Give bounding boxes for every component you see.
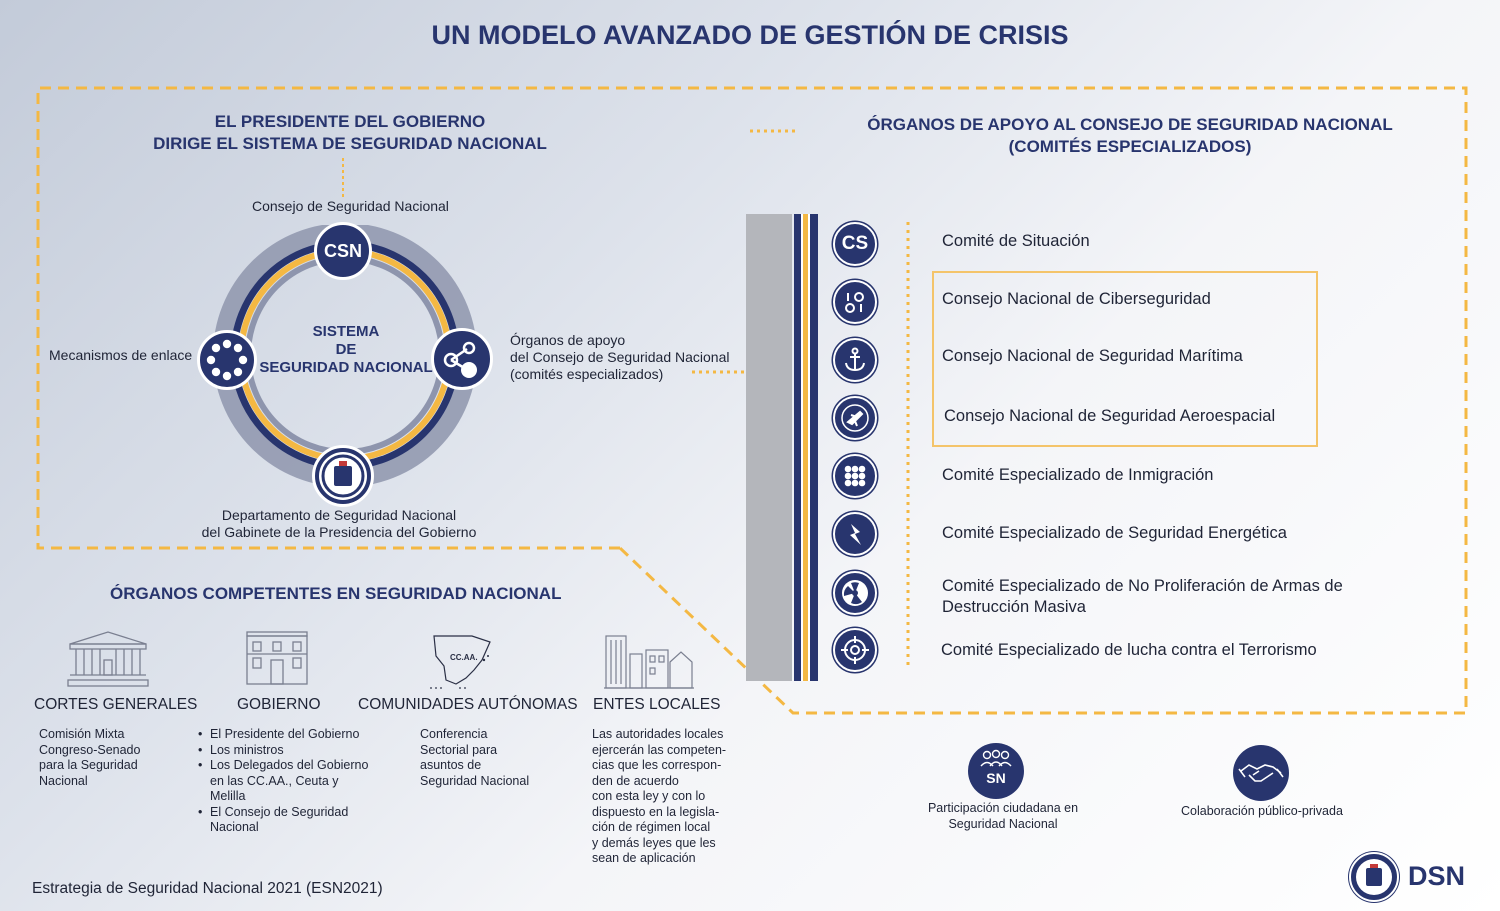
center-line3: SEGURIDAD NACIONAL	[259, 359, 433, 376]
committee-label: Comité Especializado de Inmigración	[942, 466, 1214, 484]
desc-line: Nacional	[39, 773, 88, 788]
support-title2: (COMITÉS ESPECIALIZADOS)	[1008, 137, 1252, 156]
parliament-icon	[67, 631, 149, 687]
city-buildings-icon	[604, 635, 694, 689]
cortes-name: CORTES GENERALES	[34, 696, 198, 713]
committee-label: Consejo Nacional de Seguridad Marítima	[942, 347, 1243, 365]
list-item: Los ministros	[198, 743, 376, 759]
center-line1: SISTEMA	[312, 323, 380, 340]
president-line1: EL PRESIDENTE DEL GOBIERNO	[214, 112, 486, 131]
list-item: Los Delegados del Gobierno en las CC.AA.…	[198, 758, 376, 805]
gobierno-list: El Presidente del Gobierno Los ministros…	[198, 727, 376, 836]
support-heading: ÓRGANOS DE APOYO AL CONSEJO DE SEGURIDAD…	[800, 114, 1460, 158]
desc-line: den de acuerdo	[592, 773, 679, 788]
cortes-desc: Comisión Mixta Congreso-Senado para la S…	[39, 727, 140, 789]
participation-badge: SN	[986, 770, 1006, 786]
participation-line2: Seguridad Nacional	[948, 816, 1058, 831]
support-label-2: del Consejo de Seguridad Nacional	[510, 349, 730, 365]
highlight-box	[932, 271, 1318, 447]
circle-dots-icon	[206, 339, 248, 381]
collaboration-label: Colaboración público-privada	[1181, 804, 1343, 818]
liaison-label: Mecanismos de enlace	[49, 347, 193, 363]
support-label: Órganos de apoyo del Consejo de Segurida…	[510, 332, 729, 383]
csn-label: Consejo de Seguridad Nacional	[252, 198, 449, 214]
desc-line: Sectorial para	[420, 742, 498, 757]
committee-label: Consejo Nacional de Ciberseguridad	[942, 290, 1211, 308]
people-dots-icon	[833, 454, 877, 498]
committee-label: Comité Especializado de Seguridad Energé…	[942, 524, 1287, 542]
dsn-seal-node	[312, 445, 374, 507]
committee-label-2: Destrucción Masiva	[942, 598, 1086, 616]
desc-line: ejercerán las competen-	[592, 742, 727, 757]
ccaa-name: COMUNIDADES AUTÓNOMAS	[358, 696, 578, 713]
citizen-participation-icon: SN	[968, 743, 1024, 799]
participation-label: Participación ciudadana en Seguridad Nac…	[910, 801, 1096, 832]
plane-icon	[833, 396, 877, 440]
dsn-label-1: Departamento de Seguridad Nacional	[221, 507, 457, 523]
desc-line: dispuesto en la legisla-	[592, 804, 720, 819]
target-icon	[833, 628, 877, 672]
desc-line: Las autoridades locales	[592, 727, 724, 741]
ccaa-desc: Conferencia Sectorial para asuntos de Se…	[420, 727, 529, 789]
liaison-node	[197, 330, 257, 390]
competent-heading: ÓRGANOS COMPETENTES EN SEGURIDAD NACIONA…	[110, 584, 562, 603]
cs-icon: CS	[833, 222, 877, 266]
desc-line: Comisión Mixta	[39, 727, 125, 741]
list-item: El Consejo de Seguridad Nacional	[198, 805, 376, 836]
dsn-label: Departamento de Seguridad Nacional del G…	[180, 507, 498, 541]
support-label-3: (comités especializados)	[510, 366, 664, 382]
desc-line: Seguridad Nacional	[420, 773, 530, 788]
page-title: UN MODELO AVANZADO DE GESTIÓN DE CRISIS	[431, 20, 1069, 50]
lightning-icon	[833, 512, 877, 556]
dsn-seal-logo	[1349, 852, 1399, 902]
support-node	[431, 328, 493, 390]
government-building-icon	[246, 631, 308, 685]
president-line2: DIRIGE EL SISTEMA DE SEGURIDAD NACIONAL	[153, 134, 547, 153]
committee-label: Comité de Situación	[942, 232, 1090, 250]
gobierno-name: GOBIERNO	[237, 696, 321, 713]
binary-icon	[833, 280, 877, 324]
spain-map-icon: CC.AA.	[426, 632, 500, 692]
support-title1: ÓRGANOS DE APOYO AL CONSEJO DE SEGURIDAD…	[867, 115, 1393, 134]
locales-name: ENTES LOCALES	[593, 696, 721, 713]
center-line2: DE	[335, 341, 357, 358]
ring-center-text: SISTEMA DE SEGURIDAD NACIONAL	[256, 323, 436, 377]
anchor-icon	[833, 338, 877, 382]
handshake-icon	[1233, 745, 1289, 801]
map-label: CC.AA.	[450, 653, 478, 662]
seal-icon	[319, 452, 367, 500]
stripe-pillar	[794, 214, 818, 681]
committee-label: Consejo Nacional de Seguridad Aeroespaci…	[944, 407, 1276, 425]
locales-desc: Las autoridades locales ejercerán las co…	[592, 727, 737, 867]
committee-label-1: Comité Especializado de No Proliferación…	[942, 577, 1343, 595]
network-icon	[443, 341, 477, 378]
support-label-1: Órganos de apoyo	[510, 332, 626, 348]
list-item: El Presidente del Gobierno	[198, 727, 376, 743]
csn-node: CSN	[314, 222, 372, 280]
radiation-icon	[833, 571, 877, 615]
desc-line: ción de régimen local	[592, 820, 711, 834]
committee-label: Comité Especializado de No Proliferación…	[942, 576, 1343, 618]
desc-line: con esta ley y con lo	[592, 789, 706, 803]
desc-line: sean de aplicación	[592, 851, 696, 865]
desc-line: Congreso-Senado	[39, 742, 141, 757]
desc-line: asuntos de	[420, 758, 482, 772]
dsn-logo-text: DSN	[1408, 861, 1466, 891]
gray-pillar	[746, 214, 792, 681]
dsn-label-2: del Gabinete de la Presidencia del Gobie…	[201, 524, 477, 540]
president-heading: EL PRESIDENTE DEL GOBIERNO DIRIGE EL SIS…	[120, 111, 580, 155]
desc-line: cias que les correspon-	[592, 758, 722, 772]
footer-source: Estrategia de Seguridad Nacional 2021 (E…	[32, 880, 383, 897]
participation-line1: Participación ciudadana en	[927, 801, 1079, 815]
desc-line: para la Seguridad	[39, 758, 138, 772]
committee-label: Comité Especializado de lucha contra el …	[941, 641, 1317, 659]
desc-line: y demás leyes que les	[592, 835, 716, 850]
desc-line: Conferencia	[420, 727, 488, 741]
